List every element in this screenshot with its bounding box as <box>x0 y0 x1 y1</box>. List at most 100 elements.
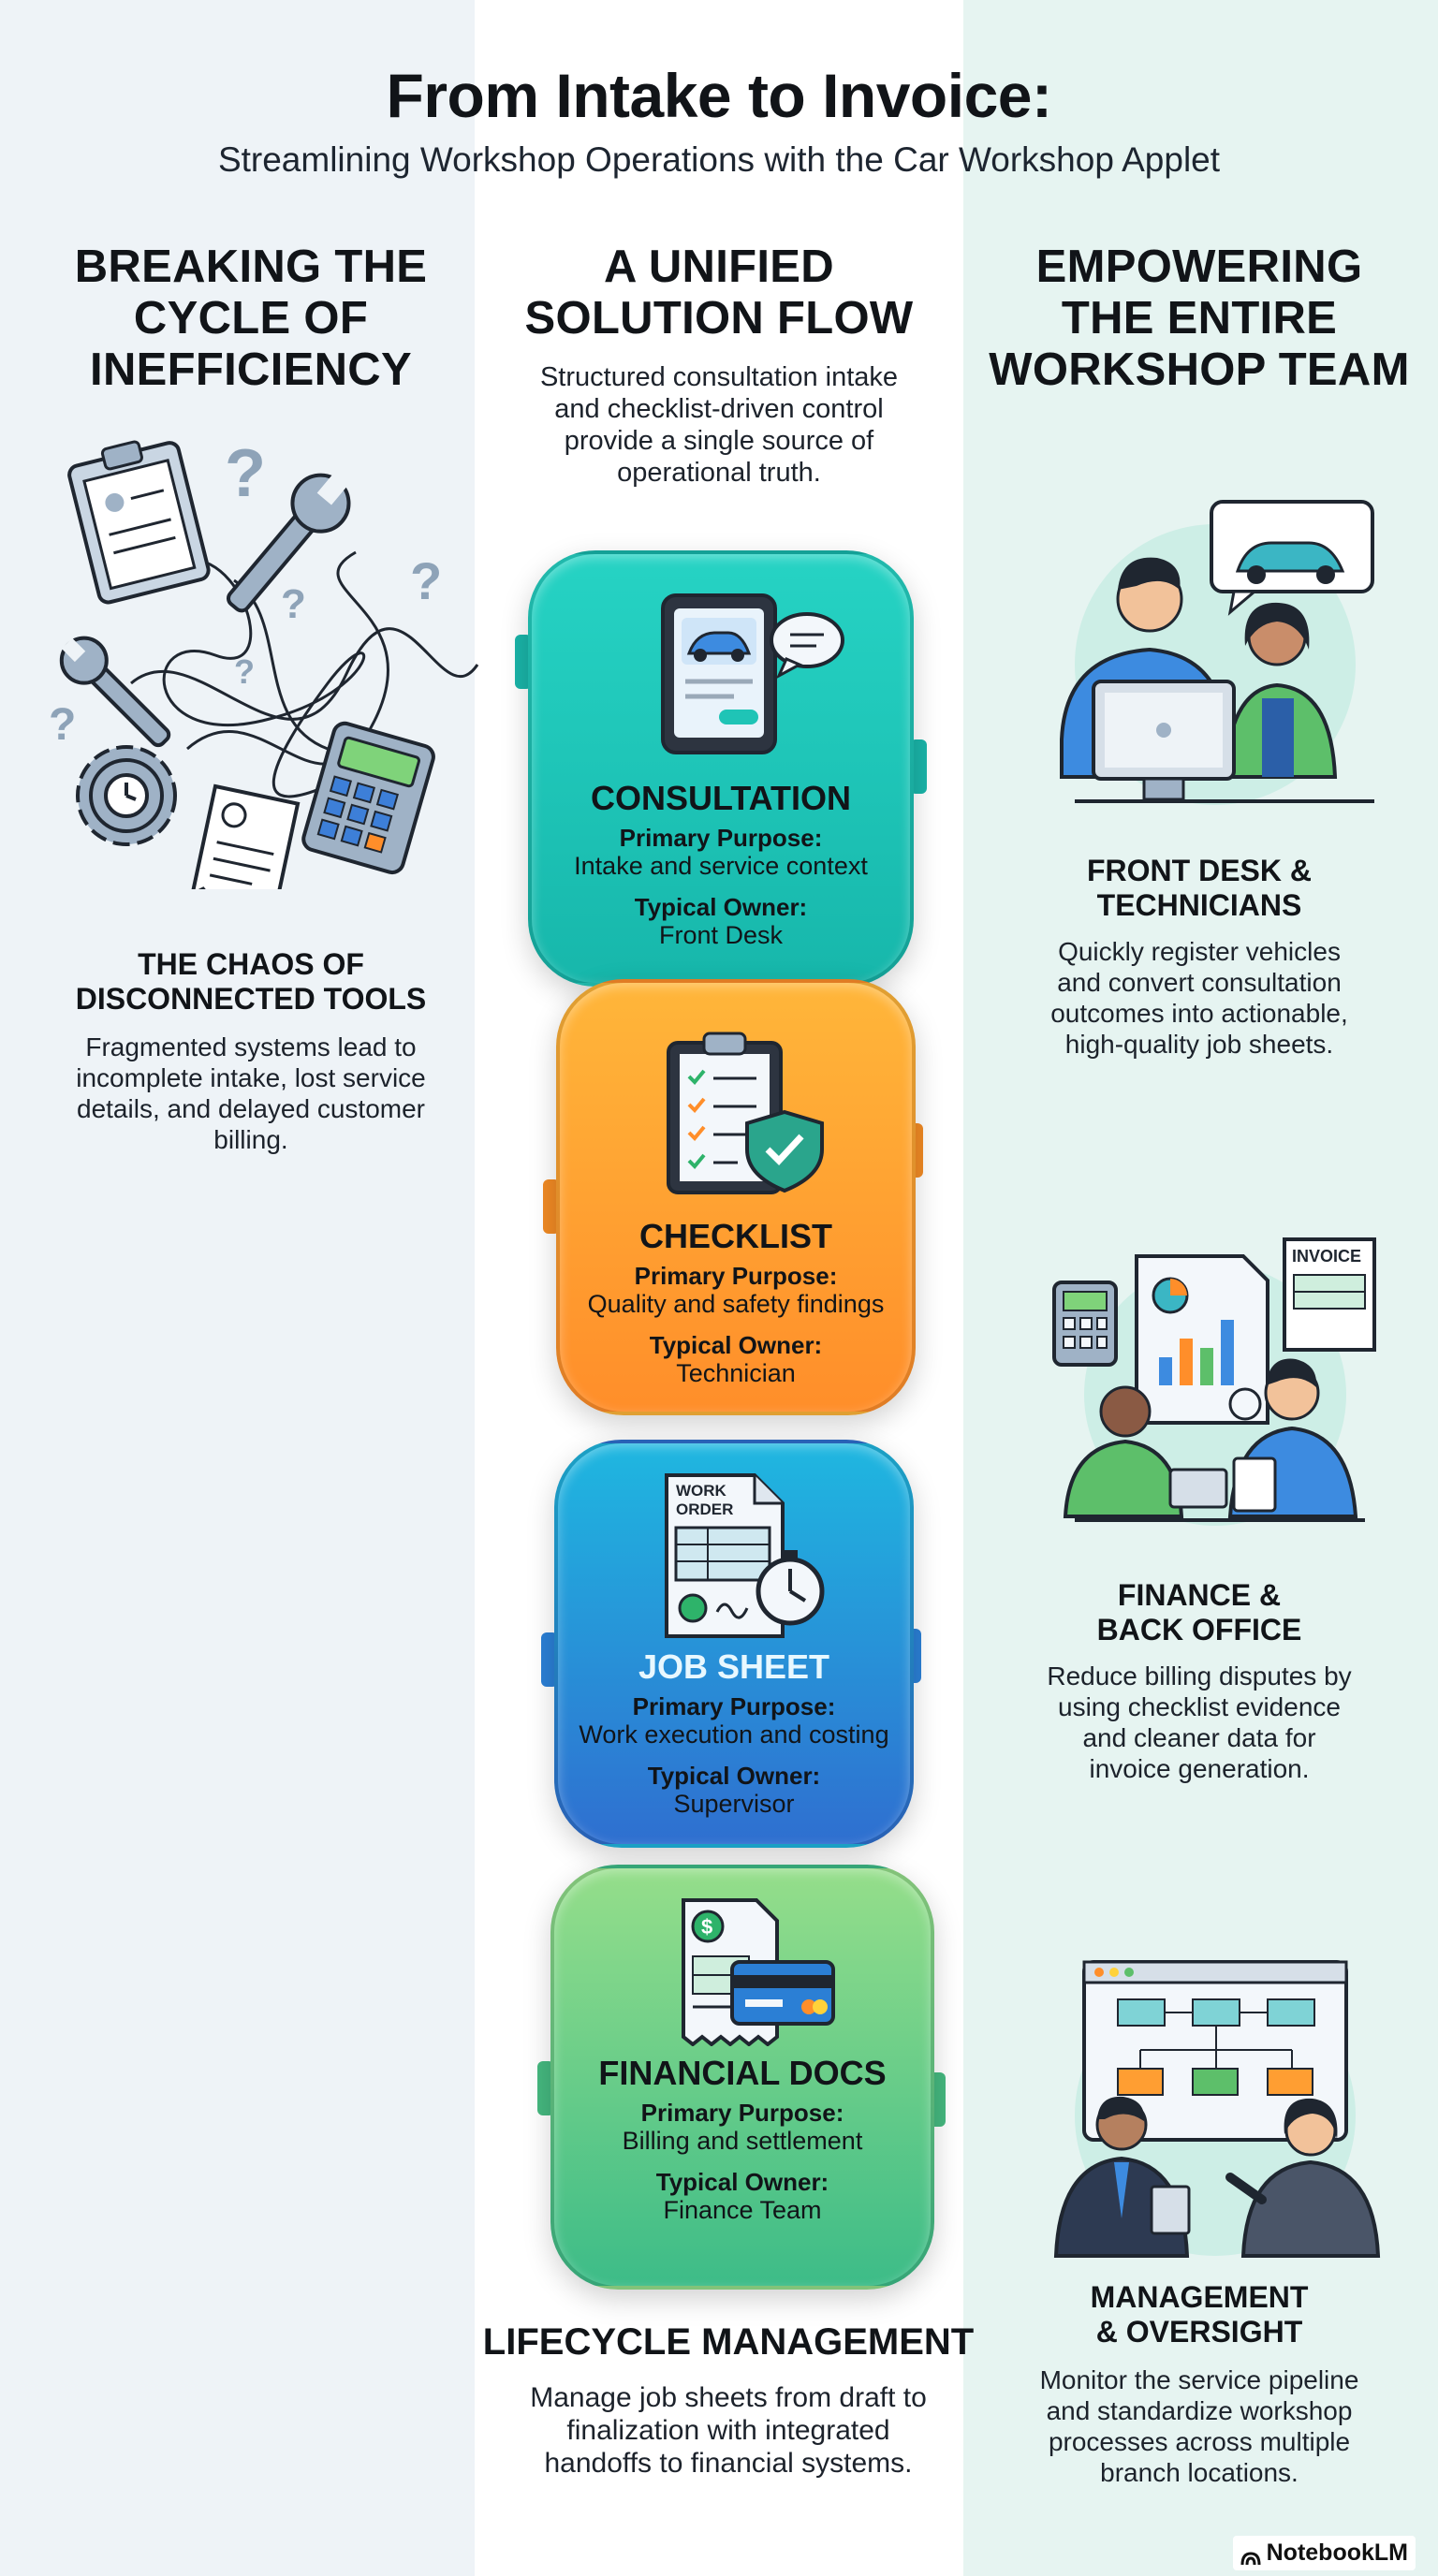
chaos-illustration-icon: ? ? ? ? ? <box>47 436 487 913</box>
text-line: invoice generation. <box>1089 1754 1310 1783</box>
finance-icon: INVOICE <box>1047 1236 1384 1549</box>
card-tab <box>541 1632 558 1687</box>
card-purpose-label: Primary Purpose: <box>619 824 823 852</box>
subheading-line: THE CHAOS OF <box>138 947 364 981</box>
notebooklm-brand: NotebookLM <box>1232 2536 1416 2570</box>
text-line: operational truth. <box>617 458 821 488</box>
finance-title: FINANCE & BACK OFFICE <box>970 1578 1429 1647</box>
card-purpose: Intake and service context <box>574 852 868 880</box>
card-tab <box>537 2061 554 2115</box>
page-title: From Intake to Invoice: <box>386 61 1052 130</box>
title-line: BACK OFFICE <box>1096 1613 1302 1647</box>
right-column-heading: EMPOWERING THE ENTIRE WORKSHOP TEAM <box>970 242 1429 396</box>
left-subheading: THE CHAOS OF DISCONNECTED TOOLS <box>37 947 464 1017</box>
text-line: branch locations. <box>1100 2458 1299 2487</box>
text-line: details, and delayed customer <box>77 1094 425 1123</box>
text-line: high-quality job sheets. <box>1064 1030 1334 1059</box>
heading-line: BREAKING THE <box>74 242 428 292</box>
card-purpose: Quality and safety findings <box>587 1290 885 1318</box>
text-line: provide a single source of <box>564 426 874 456</box>
subheading-line: DISCONNECTED TOOLS <box>75 982 427 1016</box>
card-owner: Finance Team <box>663 2196 822 2224</box>
card-title: CONSULTATION <box>591 779 851 817</box>
text-line: finalization with integrated <box>566 2415 890 2446</box>
card-tab <box>910 739 927 794</box>
text-line: Structured consultation intake <box>539 362 899 392</box>
svg-text:?: ? <box>49 700 76 750</box>
title-line: FINANCE & <box>1117 1578 1282 1612</box>
card-owner-label: Typical Owner: <box>634 893 808 921</box>
lifecycle-heading: LIFECYCLE MANAGEMENT <box>482 2321 975 2363</box>
text-line: incomplete intake, lost service <box>76 1063 426 1092</box>
heading-line: THE ENTIRE <box>1061 293 1338 344</box>
text-line: and convert consultation <box>1057 968 1342 997</box>
text-line: and checklist-driven control <box>554 394 884 424</box>
heading-line: INEFFICIENCY <box>90 344 412 395</box>
svg-text:?: ? <box>281 581 306 627</box>
work-order-icon-text: ORDER <box>676 1500 733 1518</box>
management-text: Monitor the service pipeline and standar… <box>970 2364 1429 2488</box>
title-line: TECHNICIANS <box>1096 888 1302 922</box>
text-line: Manage job sheets from draft to <box>530 2382 927 2413</box>
job-sheet-card: WORK ORDER JOB SHEET Primary Purpose: Wo… <box>554 1440 914 1848</box>
text-line: outcomes into actionable, <box>1050 999 1348 1028</box>
finance-text: Reduce billing disputes by using checkli… <box>970 1661 1429 1784</box>
svg-text:?: ? <box>234 652 255 691</box>
text-line: and standardize workshop <box>1046 2396 1353 2425</box>
text-line: Reduce billing disputes by <box>1047 1661 1352 1690</box>
brand-label: NotebookLM <box>1266 2539 1408 2566</box>
invoice-card-icon: $ <box>676 1896 844 2051</box>
card-tab <box>515 635 532 689</box>
lifecycle-text: Manage job sheets from draft to finaliza… <box>468 2381 989 2480</box>
invoice-label: INVOICE <box>1292 1247 1361 1266</box>
management-title: MANAGEMENT & OVERSIGHT <box>970 2280 1429 2349</box>
title-line: FRONT DESK & <box>1087 854 1312 887</box>
text-line: handoffs to financial systems. <box>544 2448 913 2479</box>
text-line: billing. <box>213 1125 288 1154</box>
card-tab <box>543 1179 560 1234</box>
card-purpose: Billing and settlement <box>622 2127 863 2155</box>
front-desk-text: Quickly register vehicles and convert co… <box>970 936 1429 1060</box>
heading-line: CYCLE OF <box>133 293 369 344</box>
work-order-icon: WORK ORDER <box>661 1471 829 1645</box>
card-title: FINANCIAL DOCS <box>598 2054 887 2092</box>
card-owner: Front Desk <box>658 921 784 949</box>
management-icon <box>1047 1947 1384 2270</box>
text-line: using checklist evidence <box>1058 1692 1341 1721</box>
middle-intro: Structured consultation intake and check… <box>487 361 951 489</box>
tablet-car-icon <box>659 592 846 765</box>
heading-line: WORKSHOP TEAM <box>989 344 1410 395</box>
text-line: Fragmented systems lead to <box>85 1032 417 1061</box>
checklist-card: CHECKLIST Primary Purpose: Quality and s… <box>556 979 916 1415</box>
card-owner-label: Typical Owner: <box>655 2168 829 2196</box>
consultation-card: CONSULTATION Primary Purpose: Intake and… <box>528 550 914 987</box>
text-line: and cleaner data for <box>1082 1723 1316 1752</box>
text-line: Quickly register vehicles <box>1058 937 1341 966</box>
left-description: Fragmented systems lead to incomplete in… <box>37 1032 464 1155</box>
left-column-heading: BREAKING THE CYCLE OF INEFFICIENCY <box>37 242 464 396</box>
title-line: MANAGEMENT <box>1090 2280 1309 2314</box>
card-owner: Technician <box>676 1359 796 1387</box>
heading-line: SOLUTION FLOW <box>524 293 914 344</box>
card-owner-label: Typical Owner: <box>649 1331 823 1359</box>
card-purpose-label: Primary Purpose: <box>634 1262 838 1290</box>
card-owner-label: Typical Owner: <box>647 1762 821 1790</box>
svg-text:$: $ <box>701 1915 712 1939</box>
card-owner: Supervisor <box>673 1790 795 1818</box>
notebooklm-logo-icon <box>1240 2546 1261 2566</box>
page-subtitle: Streamlining Workshop Operations with th… <box>217 140 1221 179</box>
card-purpose-label: Primary Purpose: <box>632 1692 836 1720</box>
financial-docs-card: $ FINANCIAL DOCS Primary Purpose: Billin… <box>550 1865 934 2290</box>
text-line: processes across multiple <box>1048 2427 1351 2456</box>
card-title: CHECKLIST <box>639 1217 832 1255</box>
card-purpose: Work execution and costing <box>579 1720 889 1749</box>
text-line: Monitor the service pipeline <box>1039 2365 1359 2394</box>
svg-text:?: ? <box>225 440 266 511</box>
card-title: JOB SHEET <box>638 1647 830 1686</box>
work-order-icon-text: WORK <box>676 1482 727 1500</box>
clipboard-shield-icon <box>663 1030 831 1203</box>
front-desk-title: FRONT DESK & TECHNICIANS <box>970 854 1429 923</box>
middle-column-heading: A UNIFIED SOLUTION FLOW <box>487 242 951 344</box>
card-purpose-label: Primary Purpose: <box>640 2099 844 2127</box>
heading-line: A UNIFIED <box>604 242 834 292</box>
